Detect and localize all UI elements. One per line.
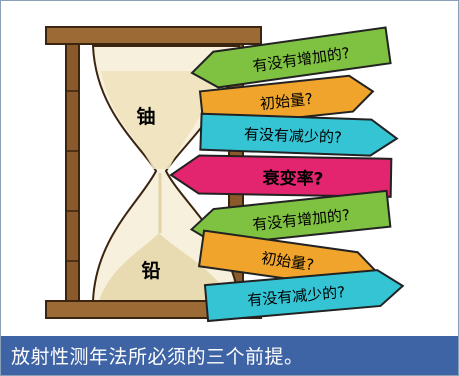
- caption-bar: 放射性测年法所必须的三个前提。: [1, 336, 458, 375]
- top-sand: [101, 71, 221, 169]
- sign-4: 衰变率?: [169, 154, 393, 198]
- hourglass-left-post: [65, 43, 80, 302]
- lead-label: 铅: [141, 259, 160, 282]
- sign-3-label: 有没有减少的?: [244, 125, 343, 146]
- sign-2-label: 初始量?: [259, 90, 314, 113]
- sign-3: 有没有减少的?: [199, 112, 399, 157]
- sign-1: 有没有增加的?: [190, 26, 392, 89]
- post-carvings: [66, 90, 79, 262]
- bottom-sand: [99, 233, 233, 301]
- hourglass-illustration: 铀 铅 有没有增加的? 初始量? 有没有减少的? 衰变率? 有没有增加的? 初始…: [45, 26, 405, 323]
- uranium-label: 铀: [136, 105, 155, 128]
- hourglass-top-plank: [45, 26, 262, 45]
- sign-4-label: 衰变率?: [261, 168, 323, 190]
- caption-text: 放射性测年法所必须的三个前提。: [11, 346, 304, 368]
- sign-7: 有没有减少的?: [203, 269, 405, 323]
